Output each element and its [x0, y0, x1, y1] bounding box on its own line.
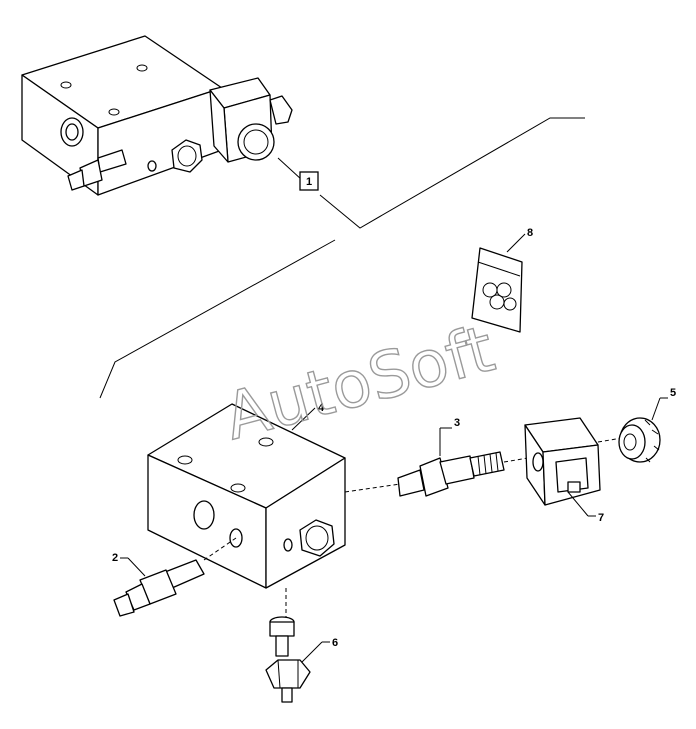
watermark-text: AutoSoft — [217, 312, 502, 455]
relief-valve — [113, 537, 237, 617]
knurled-nut — [618, 417, 661, 463]
lower-plug-valve — [265, 588, 311, 703]
callout-6-label: 6 — [332, 637, 338, 649]
callout-8-label: 8 — [527, 227, 533, 239]
break-line-lower — [99, 239, 336, 399]
callout-5-label: 5 — [670, 387, 676, 399]
callout-1-label: 1 — [306, 176, 312, 188]
seal-kit-packet — [471, 247, 523, 333]
callout-7-label: 7 — [598, 512, 604, 524]
callout-3-label: 3 — [454, 417, 460, 429]
valve-assembly-overview — [21, 35, 293, 196]
callout-2-label: 2 — [112, 552, 118, 564]
break-line-upper — [319, 117, 585, 229]
callout-4-label: 4 — [318, 402, 325, 414]
cartridge-valve — [344, 451, 541, 497]
valve-block — [147, 403, 346, 589]
solenoid-coil — [524, 417, 623, 506]
callout-1: 1 — [299, 171, 319, 191]
